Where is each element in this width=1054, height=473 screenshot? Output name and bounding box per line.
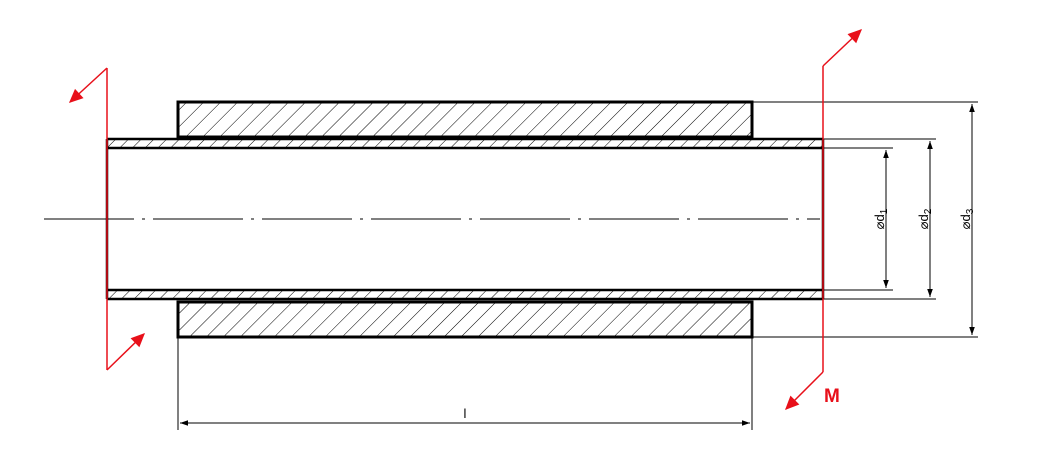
label-length: l: [464, 406, 467, 421]
label-d2-main: ⌀d: [916, 214, 931, 229]
label-d2: ⌀d2: [916, 208, 934, 229]
moment-arrow-right-bottom: [785, 371, 824, 410]
moment-label: M: [824, 386, 840, 407]
label-d3: ⌀d3: [958, 208, 976, 229]
hub-top-section: [176, 100, 754, 139]
shaft-wall-top: [107, 139, 823, 148]
label-d1-main: ⌀d: [872, 214, 887, 229]
moment-arrow-left-top: [68, 67, 108, 103]
moment-arrow-right-top: [822, 29, 863, 67]
dimension-lines: [180, 104, 975, 426]
hub-bottom-section: [176, 300, 754, 339]
extension-lines: [177, 101, 978, 430]
label-d1-sub: 1: [879, 208, 890, 214]
hub: [176, 100, 754, 339]
moment-arrow-left-bottom: [106, 333, 146, 371]
label-d1: ⌀d1: [872, 208, 890, 229]
label-d3-sub: 3: [965, 208, 976, 214]
label-d2-sub: 2: [923, 208, 934, 214]
moment-symbols: [68, 29, 863, 410]
label-d3-main: ⌀d: [958, 214, 973, 229]
shaft-wall-bottom: [107, 290, 823, 299]
